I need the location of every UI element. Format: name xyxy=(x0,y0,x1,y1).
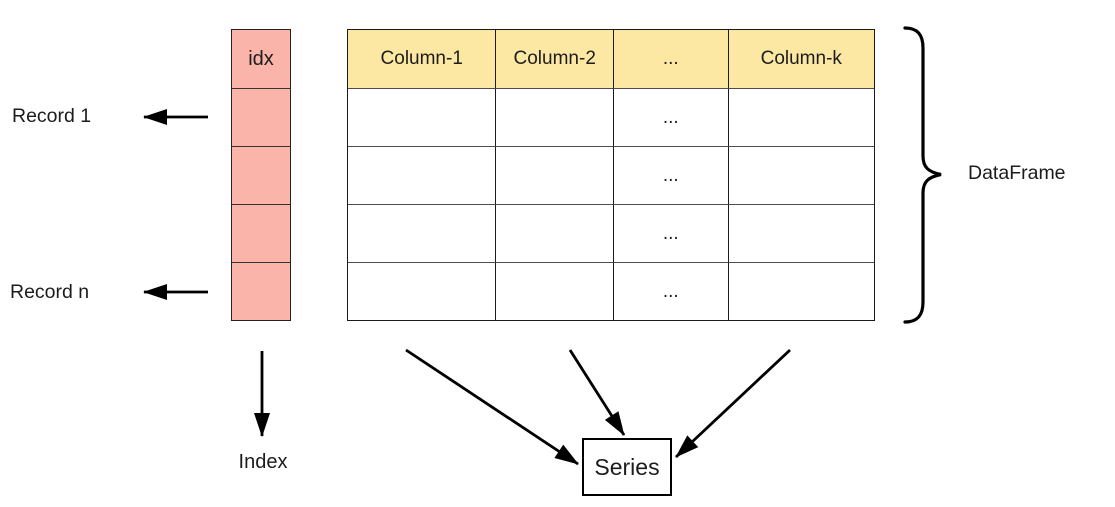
table-cell xyxy=(727,204,874,262)
column-header-1: Column-1 xyxy=(348,30,496,88)
table-cell xyxy=(348,88,496,146)
table-cell-ellipsis: ... xyxy=(612,204,728,262)
table-cell xyxy=(348,204,496,262)
index-label: Index xyxy=(238,451,288,473)
series-arrow-from-column-2 xyxy=(568,349,626,436)
index-cell-3 xyxy=(232,204,290,262)
table-cell xyxy=(727,146,874,204)
index-cell-1 xyxy=(232,88,290,146)
table-cell-ellipsis: ... xyxy=(612,146,728,204)
dataframe-table: Column-1 Column-2 ... Column-k ... ... .… xyxy=(347,29,875,321)
index-cell-2 xyxy=(232,146,290,204)
table-cell xyxy=(495,262,613,320)
series-arrow-from-column-k xyxy=(675,348,791,459)
record-1-label: Record 1 xyxy=(12,105,92,127)
series-label: Series xyxy=(594,453,660,480)
series-box: Series xyxy=(582,438,672,496)
table-cell-ellipsis: ... xyxy=(612,262,728,320)
table-cell xyxy=(495,88,613,146)
table-cell xyxy=(348,146,496,204)
table-cell xyxy=(727,262,874,320)
table-cell-ellipsis: ... xyxy=(612,88,728,146)
index-cell-4 xyxy=(232,262,290,320)
column-header-ellipsis: ... xyxy=(612,30,728,88)
table-cell xyxy=(727,88,874,146)
dataframe-label: DataFrame xyxy=(968,162,1066,184)
dataframe-brace xyxy=(903,26,942,324)
record-n-label: Record n xyxy=(10,281,90,303)
index-column-header: idx xyxy=(232,30,290,88)
column-header-k: Column-k xyxy=(727,30,874,88)
table-cell xyxy=(495,146,613,204)
series-arrow-from-column-1 xyxy=(405,348,579,466)
table-cell xyxy=(495,204,613,262)
index-column: idx xyxy=(231,29,291,321)
table-cell xyxy=(348,262,496,320)
column-header-2: Column-2 xyxy=(495,30,613,88)
